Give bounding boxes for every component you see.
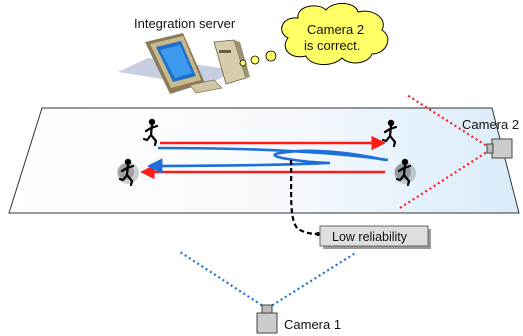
- computer-icon: [118, 33, 250, 94]
- camera-2: [486, 138, 513, 159]
- low-reliability-callout: Low reliability: [319, 225, 431, 249]
- camera1-field-of-view: [179, 251, 358, 309]
- thought-bubble-icon: Camera 2 is correct.: [239, 3, 389, 67]
- camera-icon: [491, 138, 513, 159]
- estimated-path: [146, 146, 389, 174]
- low-reliability-label: Low reliability: [332, 230, 408, 244]
- thought-line-2: is correct.: [304, 38, 360, 53]
- camera-icon: [256, 312, 278, 334]
- true-path-arrows: [140, 135, 386, 180]
- camera1-label: Camera 1: [284, 317, 341, 332]
- callout-leader-line: [289, 159, 319, 236]
- camera-1: [256, 304, 278, 334]
- thought-line-1: Camera 2: [307, 22, 364, 37]
- integration-server-label: Integration server: [134, 16, 236, 31]
- floor-area: [8, 107, 520, 214]
- camera2-field-of-view: [399, 94, 491, 209]
- camera2-label: Camera 2: [462, 117, 519, 132]
